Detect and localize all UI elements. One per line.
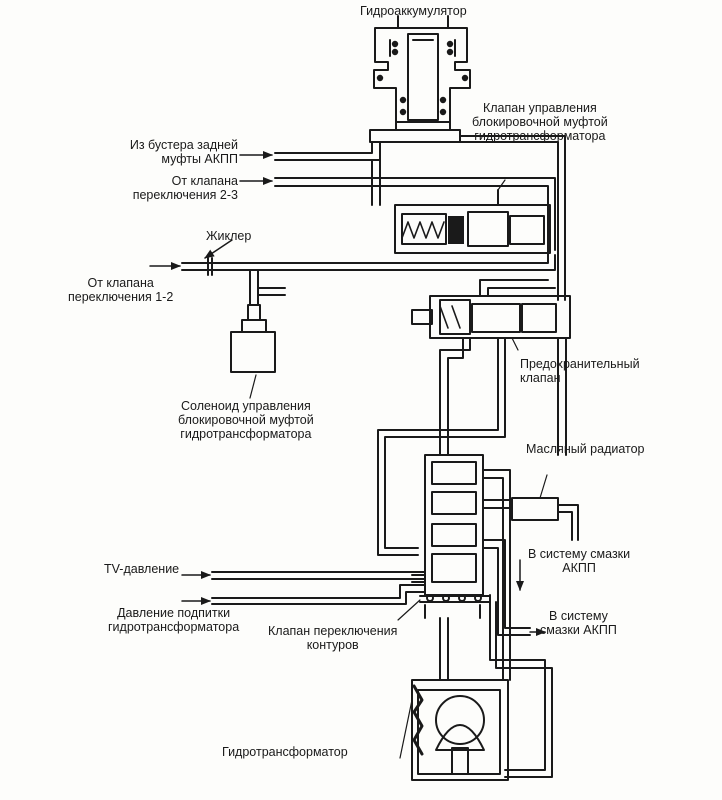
- lockup-solenoid-label: Соленоид управления блокировочной муфтой…: [178, 399, 314, 441]
- orifice-label: Жиклер: [206, 229, 252, 243]
- lockup-control-valve-label: Клапан управления блокировочной муфтой г…: [472, 101, 608, 143]
- relief-valve-label: Предохранительный клапан: [520, 357, 640, 385]
- converter-pipes: [439, 469, 553, 778]
- circuit-switch-valve: [397, 454, 491, 621]
- lubrication-1-label: В систему смазки АКПП: [528, 547, 631, 575]
- input-arrows: [149, 151, 546, 636]
- torque-converter: [399, 679, 509, 781]
- tv-pressure-label: TV-давление: [104, 562, 180, 576]
- lubrication-2-label: В систему смазки АКПП: [540, 609, 617, 637]
- converter-feed-label: Давление подпитки гидротрансформатора: [108, 606, 240, 634]
- relief-valve: [411, 279, 571, 351]
- shift-valve-2-3-label: От клапана переключения 2-3: [132, 174, 238, 202]
- circuit-switch-valve-label: Клапан переключения контуров: [268, 624, 398, 652]
- shift-valve-1-2-label: От клапана переключения 1-2: [68, 276, 174, 304]
- torque-converter-label: Гидротрансформатор: [222, 745, 348, 759]
- rear-clutch-booster-label: Из бустера задней муфты АКПП: [129, 138, 238, 166]
- input-lines: [181, 135, 566, 306]
- accumulator: [369, 15, 471, 143]
- oil-cooler: [482, 474, 579, 541]
- oil-cooler-label: Масляный радиатор: [526, 442, 645, 456]
- accumulator-label: Гидроаккумулятор: [360, 4, 467, 18]
- lockup-solenoid: [230, 304, 276, 399]
- routing-pipes: [377, 337, 567, 556]
- tv-feed-lines: [211, 571, 426, 605]
- orifice: [207, 257, 213, 276]
- lockup-control-valve: [394, 179, 551, 254]
- lubrication-lines: [482, 539, 531, 636]
